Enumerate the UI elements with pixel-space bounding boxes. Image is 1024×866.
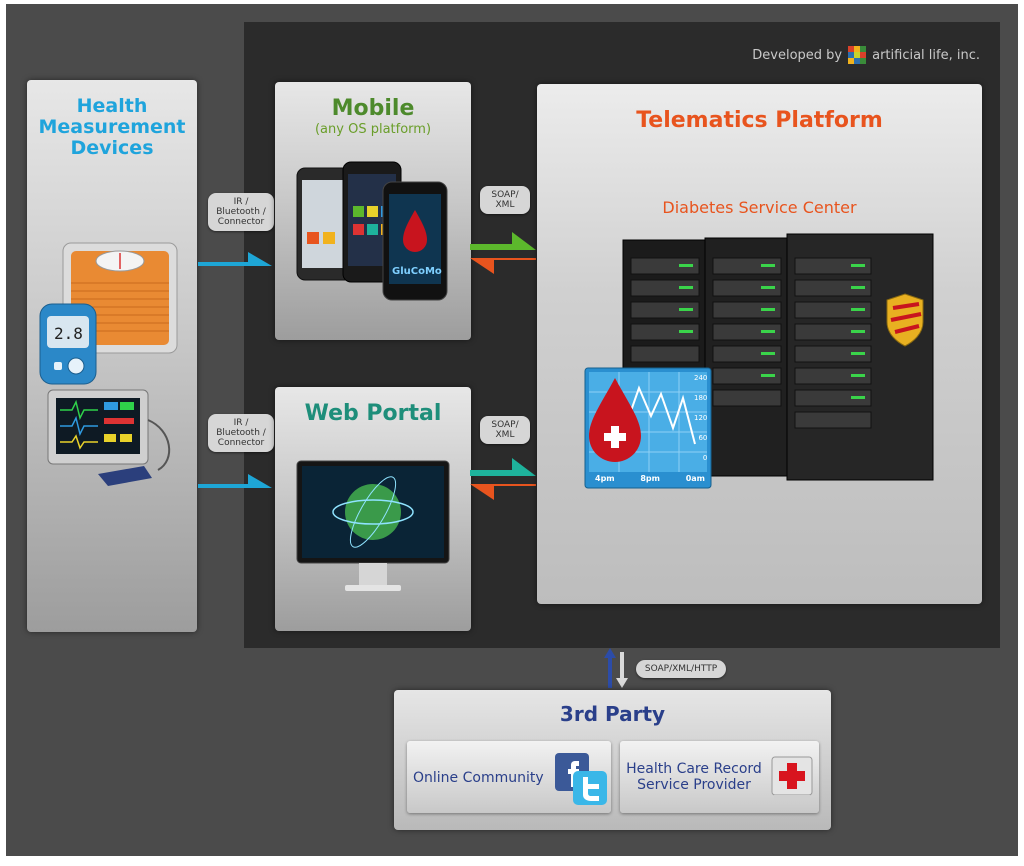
protocol-web-line-1: SOAP/: [491, 420, 519, 430]
online-community-label: Online Community: [413, 770, 544, 786]
mobile-subtitle: (any OS platform): [314, 122, 432, 137]
glucometer-reading: 2.8: [54, 324, 83, 343]
online-community-card: Online Community: [407, 741, 611, 813]
protocol-mobile-line-1: SOAP/: [491, 190, 519, 200]
developer-prefix: Developed by: [752, 47, 843, 63]
telematics-panel: Telematics Platform Diabetes Service Cen…: [537, 84, 982, 604]
arrow-platform-third-party: [604, 648, 628, 688]
connector-bottom-line-1: IR /: [233, 418, 249, 428]
third-party-title: 3rd Party: [559, 702, 666, 726]
health-title-line-3: Devices: [70, 137, 154, 159]
protocol-label-third-party: SOAP/XML/HTTP: [636, 660, 726, 678]
connector-label-bottom: IR / Bluetooth / Connector: [208, 414, 274, 452]
monitor-globe-icon: [296, 460, 450, 591]
health-title-line-2: Measurement: [38, 116, 186, 138]
chart-x-ticks: 4pm 8pm 0am: [595, 474, 705, 483]
facebook-twitter-icon: [555, 753, 607, 805]
diabetes-service-center-title: Diabetes Service Center: [662, 198, 857, 217]
glucometer-icon: [39, 303, 97, 385]
protocol-label-web: SOAP/ XML: [480, 416, 530, 444]
health-devices-title: Health Measurement Devices: [27, 96, 197, 159]
chart-y-tick: 180: [694, 394, 708, 402]
connector-bottom-line-2: Bluetooth /: [216, 428, 266, 438]
chart-y-tick: 0: [702, 454, 708, 462]
glucose-chart-icon: [584, 367, 712, 489]
connector-top-line-2: Bluetooth /: [216, 207, 266, 217]
chart-x-tick: 0am: [685, 474, 705, 483]
chart-y-tick: 120: [694, 414, 708, 422]
medical-cross-icon: [771, 756, 813, 801]
chart-y-ticks: 240 180 120 60 0: [694, 368, 707, 468]
mobile-title: Mobile: [331, 96, 415, 121]
health-devices-panel: Health Measurement Devices 2.8: [27, 80, 197, 632]
app-name: GluCoMo: [392, 266, 442, 277]
arrow-devices-to-web: [198, 474, 272, 488]
chart-y-tick: 60: [698, 434, 708, 442]
health-care-record-line-2: Service Provider: [637, 777, 751, 793]
protocol-web-line-2: XML: [495, 430, 515, 440]
arrow-web-to-platform: [470, 458, 536, 500]
arrow-devices-to-mobile: [198, 252, 272, 266]
developer-company: artificial life, inc.: [872, 47, 980, 63]
artificial-life-logo: [848, 46, 867, 64]
connector-label-top: IR / Bluetooth / Connector: [208, 193, 274, 231]
connector-bottom-line-3: Connector: [217, 438, 265, 448]
third-party-panel: 3rd Party Online Community Health Care R…: [394, 690, 831, 830]
blood-pressure-monitor-icon: [47, 389, 171, 486]
web-portal-title: Web Portal: [304, 401, 442, 426]
health-title-line-1: Health: [76, 95, 148, 117]
developer-credit: Developed by artificial life, inc.: [752, 46, 980, 64]
mobile-panel: Mobile (any OS platform) GluCoMo: [275, 82, 471, 340]
arrow-mobile-to-platform: [470, 232, 536, 274]
health-care-record-line-1: Health Care Record: [626, 761, 762, 777]
protocol-label-mobile: SOAP/ XML: [480, 186, 530, 214]
connector-top-line-1: IR /: [233, 197, 249, 207]
protocol-mobile-line-2: XML: [495, 200, 515, 210]
smartphones-icon: [296, 161, 448, 301]
connector-top-line-3: Connector: [217, 217, 265, 227]
chart-x-tick: 8pm: [640, 474, 660, 483]
web-portal-panel: Web Portal: [275, 387, 471, 631]
health-care-record-label: Health Care Record Service Provider: [626, 761, 762, 793]
server-racks-icon: [622, 233, 934, 481]
chart-y-tick: 240: [694, 374, 708, 382]
health-care-record-card: Health Care Record Service Provider: [620, 741, 819, 813]
telematics-title: Telematics Platform: [636, 108, 883, 133]
chart-x-tick: 4pm: [595, 474, 615, 483]
